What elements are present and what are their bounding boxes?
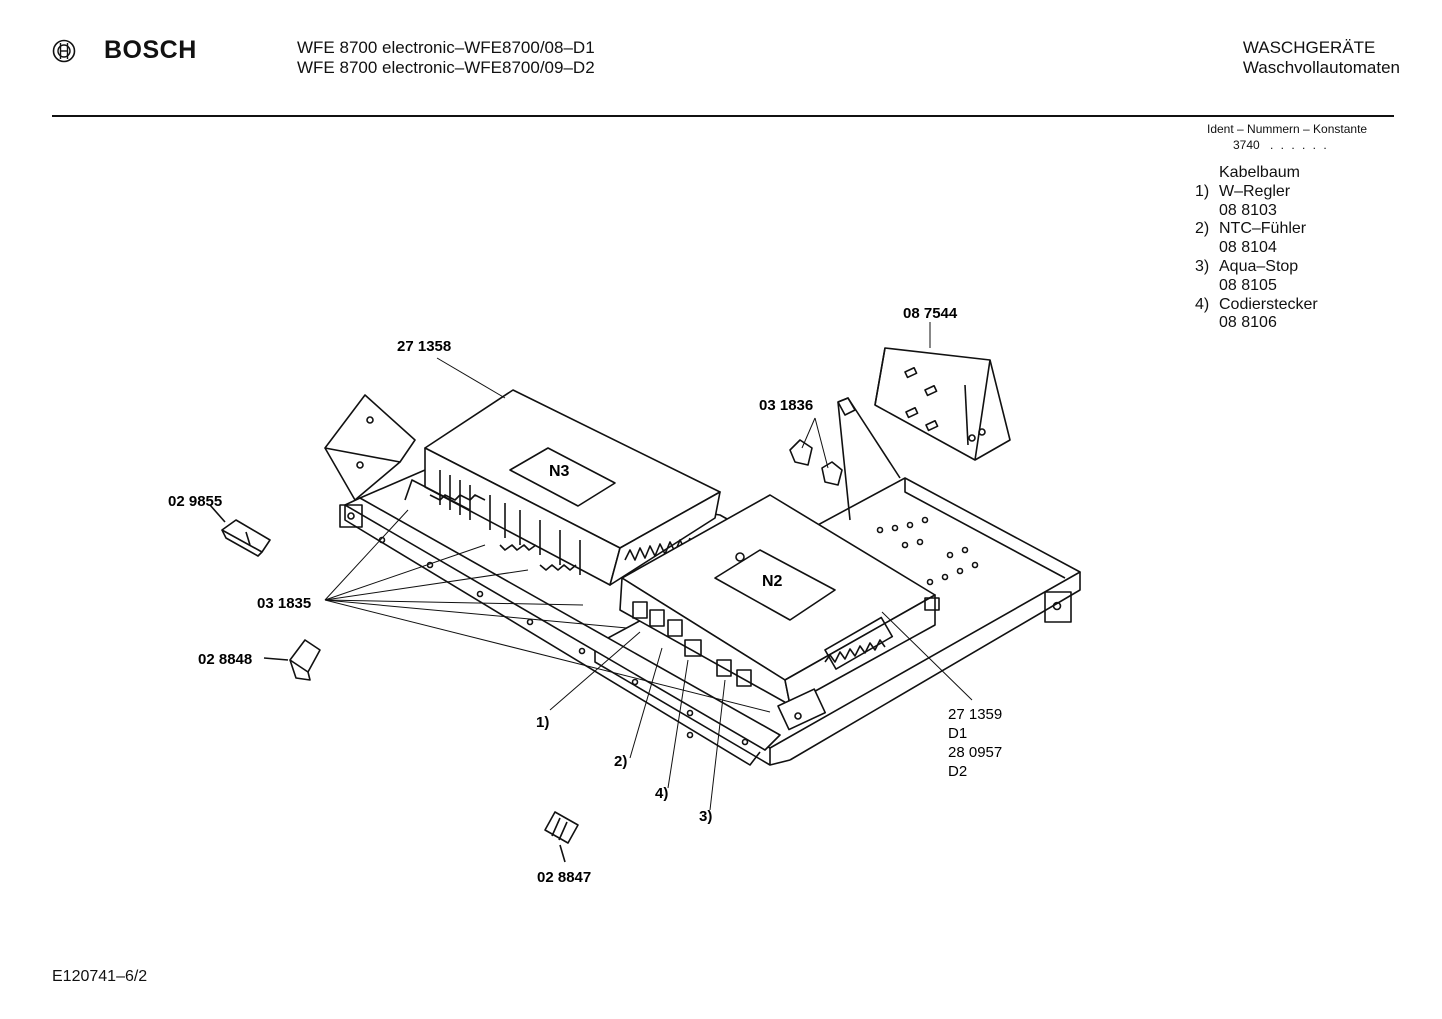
legend-part: 08 8106: [1219, 314, 1277, 332]
category: WASCHGERÄTE Waschvollautomaten: [1243, 38, 1400, 78]
legend-num: 4): [1195, 295, 1210, 313]
brand: BOSCH: [52, 36, 197, 65]
clip-028847: [544, 811, 579, 863]
ident-label: Ident – Nummern – Konstante: [1207, 122, 1368, 136]
callout-2: 2): [614, 753, 627, 770]
label-280957: 28 0957: [948, 744, 1002, 761]
label-d1: D1: [948, 725, 967, 742]
relay-087544: [874, 347, 1011, 461]
bracket-031836: [837, 397, 901, 521]
label-n3: N3: [549, 463, 570, 480]
legend-name: Codierstecker: [1219, 295, 1318, 313]
title-line-2: WFE 8700 electronic–WFE8700/09–D2: [297, 58, 595, 77]
label-031836: 03 1836: [759, 397, 813, 414]
legend-part: 08 8104: [1219, 239, 1277, 257]
leader-lines: [324, 322, 973, 811]
callout-3: 3): [699, 808, 712, 825]
legend-part: 08 8105: [1219, 276, 1277, 294]
drawing-code: E120741–6/2: [52, 968, 148, 985]
clips-031836: [789, 439, 843, 486]
label-n2: N2: [762, 573, 783, 590]
label-029855: 02 9855: [168, 493, 222, 510]
ident-value: 3740: [1233, 138, 1260, 152]
legend-num: 3): [1195, 257, 1210, 275]
legend-num: 2): [1195, 220, 1210, 238]
label-271358: 27 1358: [397, 338, 451, 355]
category-line-2: Waschvollautomaten: [1242, 58, 1400, 77]
label-d2: D2: [948, 763, 967, 780]
clip-029855: [209, 504, 271, 557]
label-031835: 03 1835: [257, 595, 311, 612]
brand-name: BOSCH: [104, 36, 197, 64]
label-271359: 27 1359: [948, 706, 1002, 723]
module-n3: [404, 389, 721, 586]
bosch-logo-icon: [52, 39, 76, 62]
category-line-1: WASCHGERÄTE: [1242, 38, 1376, 57]
header-rule: [52, 115, 1394, 117]
ident-dots: . . . . . .: [1270, 138, 1329, 152]
module-n2: [619, 494, 940, 739]
label-028848: 02 8848: [198, 651, 252, 668]
legend-part: 08 8103: [1219, 201, 1277, 219]
legend-name: NTC–Fühler: [1219, 220, 1307, 238]
legend-heading: Kabelbaum: [1219, 164, 1300, 181]
label-028847: 02 8847: [537, 869, 591, 886]
document-title: WFE 8700 electronic–WFE8700/08–D1 WFE 87…: [297, 38, 595, 78]
legend-num: 1): [1195, 182, 1210, 200]
label-087544: 08 7544: [903, 305, 958, 322]
part-labels: 27 1358 08 7544 03 1836 02 9855 03 1835 …: [168, 305, 1002, 886]
legend-name: W–Regler: [1219, 182, 1291, 200]
left-bracket: [324, 394, 416, 501]
legend: Kabelbaum 1) W–Regler 08 8103 2) NTC–Fühle…: [1195, 164, 1318, 333]
title-line-1: WFE 8700 electronic–WFE8700/08–D1: [297, 38, 595, 57]
callout-1: 1): [536, 714, 549, 731]
callout-4: 4): [655, 785, 668, 802]
legend-name: Aqua–Stop: [1219, 257, 1299, 275]
clip-028848: [263, 639, 321, 681]
